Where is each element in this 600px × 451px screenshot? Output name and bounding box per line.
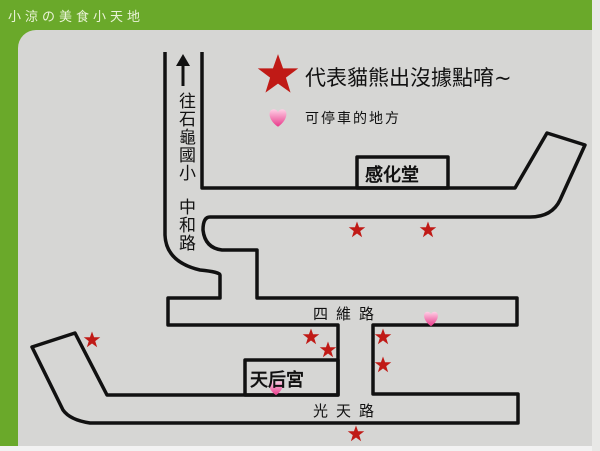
right-border [592, 0, 600, 451]
legend-star-label: 代表貓熊出沒據點唷~ [305, 66, 512, 90]
tianhougong-label: 天后宮 [250, 370, 304, 391]
legend-heart-label: 可停車的地方 [305, 111, 401, 127]
ganhuatang-label: 感化堂 [365, 165, 419, 186]
panda-spot-star-icon [374, 356, 392, 373]
panda-spot-star-icon [374, 328, 392, 345]
road-outline-upper [30, 52, 587, 425]
bottom-border [0, 446, 600, 451]
watermark: 小涼の美食小天地 [8, 10, 145, 25]
north-arrow-icon [176, 54, 190, 86]
direction-label: 往石龜國小 [175, 92, 195, 182]
tianhougong-box [243, 358, 340, 397]
legend-heart-icon [269, 109, 287, 127]
siwei-road-label: 四維路 [313, 305, 383, 323]
panda-spot-star-icon [347, 425, 365, 442]
panda-spot-star-icon [419, 221, 437, 238]
legend-star-icon [257, 54, 299, 93]
zhonghe-road-label: 中和路 [175, 198, 195, 252]
panda-spot-star-icon [302, 328, 320, 345]
panda-spot-star-icon [83, 331, 101, 348]
map-card [18, 30, 592, 446]
ganhuatang-box [355, 155, 450, 190]
panda-spot-star-icon [348, 221, 366, 238]
guangtian-road-label: 光天路 [313, 402, 383, 420]
panda-spot-star-icon [319, 341, 337, 358]
